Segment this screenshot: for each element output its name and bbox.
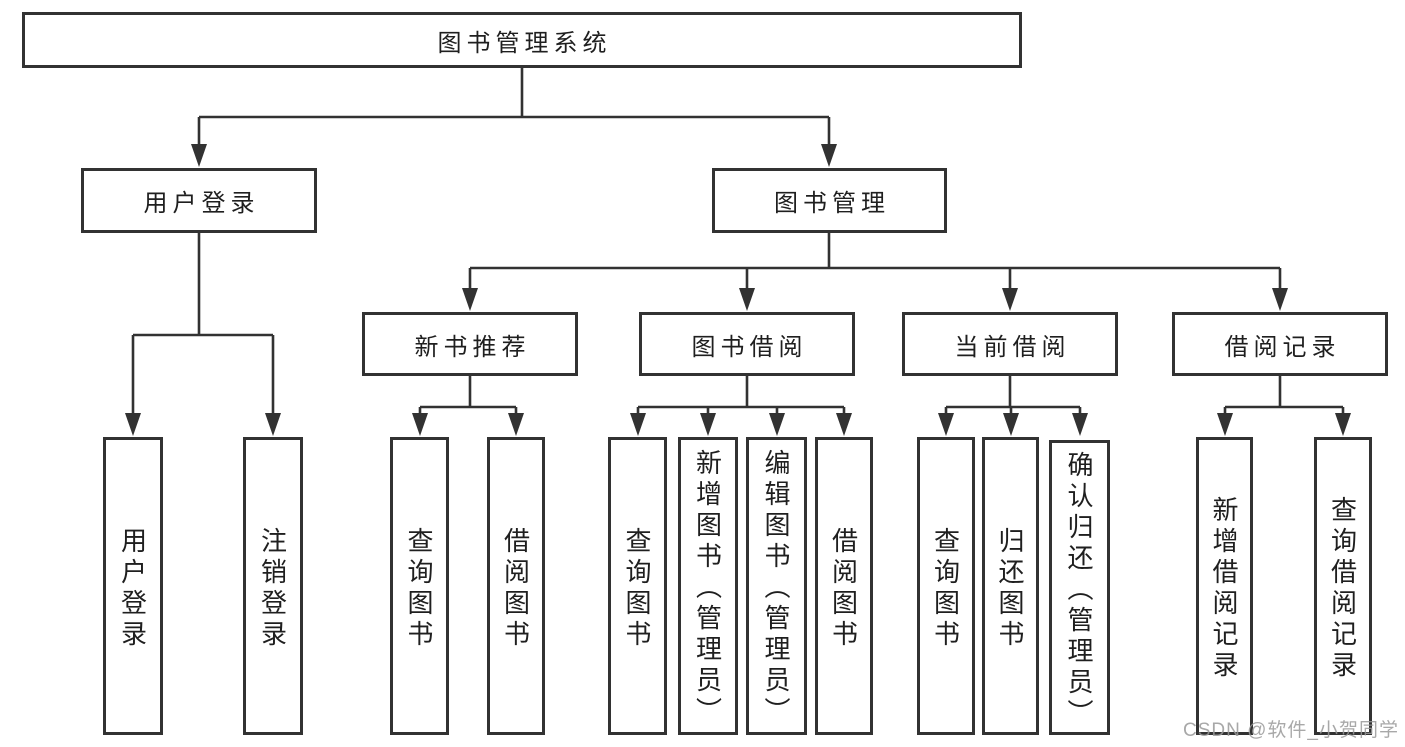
leaf-nbr-borrow-book-label: 借阅图书 xyxy=(500,526,531,651)
leaf-logout-label: 注销登录 xyxy=(257,526,288,651)
leaf-bb-query-book-label: 查询图书 xyxy=(622,526,652,651)
leaf-cb-return-book: 归还图书 xyxy=(982,437,1039,735)
connector-new-book-recommend-children xyxy=(418,376,518,416)
node-book-mgmt-label: 图书管理 xyxy=(774,190,890,217)
connector-borrow-record-children xyxy=(1223,376,1345,416)
node-new-book-recommend: 新书推荐 xyxy=(362,312,578,376)
leaf-bb-borrow-book-label: 借阅图书 xyxy=(828,526,859,651)
node-user-login: 用户登录 xyxy=(81,168,317,233)
leaf-logout: 注销登录 xyxy=(243,437,303,735)
node-current-borrow: 当前借阅 xyxy=(902,312,1118,376)
node-book-borrow: 图书借阅 xyxy=(639,312,855,376)
leaf-bb-edit-book-admin: 编辑图书（管理员） xyxy=(746,437,807,735)
connector-user-login-children xyxy=(131,233,275,416)
leaf-br-add-record-label: 新增借阅记录 xyxy=(1209,495,1239,682)
node-root: 图书管理系统 xyxy=(22,12,1022,68)
leaf-cb-confirm-return-admin-label: 确认归还（管理员） xyxy=(1064,450,1094,730)
leaf-bb-borrow-book: 借阅图书 xyxy=(815,437,873,735)
leaf-nbr-query-book-label: 查询图书 xyxy=(404,526,434,651)
node-book-borrow-label: 图书借阅 xyxy=(691,333,808,361)
leaf-br-add-record: 新增借阅记录 xyxy=(1196,437,1253,735)
leaf-cb-confirm-return-admin: 确认归还（管理员） xyxy=(1049,440,1110,735)
connector-book-borrow-children xyxy=(636,376,846,416)
leaf-user-login: 用户登录 xyxy=(103,437,163,735)
connector-current-borrow-children xyxy=(944,376,1082,416)
leaf-br-query-record: 查询借阅记录 xyxy=(1314,437,1372,735)
leaf-bb-add-book-admin: 新增图书（管理员） xyxy=(678,437,738,735)
leaf-user-login-label: 用户登录 xyxy=(117,526,148,651)
leaf-br-query-record-label: 查询借阅记录 xyxy=(1327,495,1358,682)
leaf-cb-query-book: 查询图书 xyxy=(917,437,975,735)
connector-book-mgmt-children xyxy=(468,233,1282,292)
leaf-nbr-query-book: 查询图书 xyxy=(390,437,449,735)
leaf-cb-query-book-label: 查询图书 xyxy=(930,526,961,651)
node-root-label: 图书管理系统 xyxy=(437,29,612,57)
node-user-login-label: 用户登录 xyxy=(143,190,260,217)
node-borrow-record-label: 借阅记录 xyxy=(1224,333,1341,361)
leaf-nbr-borrow-book: 借阅图书 xyxy=(487,437,545,735)
leaf-cb-return-book-label: 归还图书 xyxy=(995,526,1025,651)
node-borrow-record: 借阅记录 xyxy=(1172,312,1388,376)
leaf-bb-add-book-admin-label: 新增图书（管理员） xyxy=(692,449,723,728)
leaf-bb-query-book: 查询图书 xyxy=(608,437,667,735)
arrowheads xyxy=(125,144,1351,436)
leaf-bb-edit-book-admin-label: 编辑图书（管理员） xyxy=(761,449,791,728)
node-current-borrow-label: 当前借阅 xyxy=(954,333,1071,361)
node-new-book-recommend-label: 新书推荐 xyxy=(414,333,531,361)
connector-root-to-level2 xyxy=(197,68,831,147)
node-book-mgmt: 图书管理 xyxy=(712,168,947,233)
csdn-watermark: CSDN @软件_小贺同学 xyxy=(1183,720,1399,741)
